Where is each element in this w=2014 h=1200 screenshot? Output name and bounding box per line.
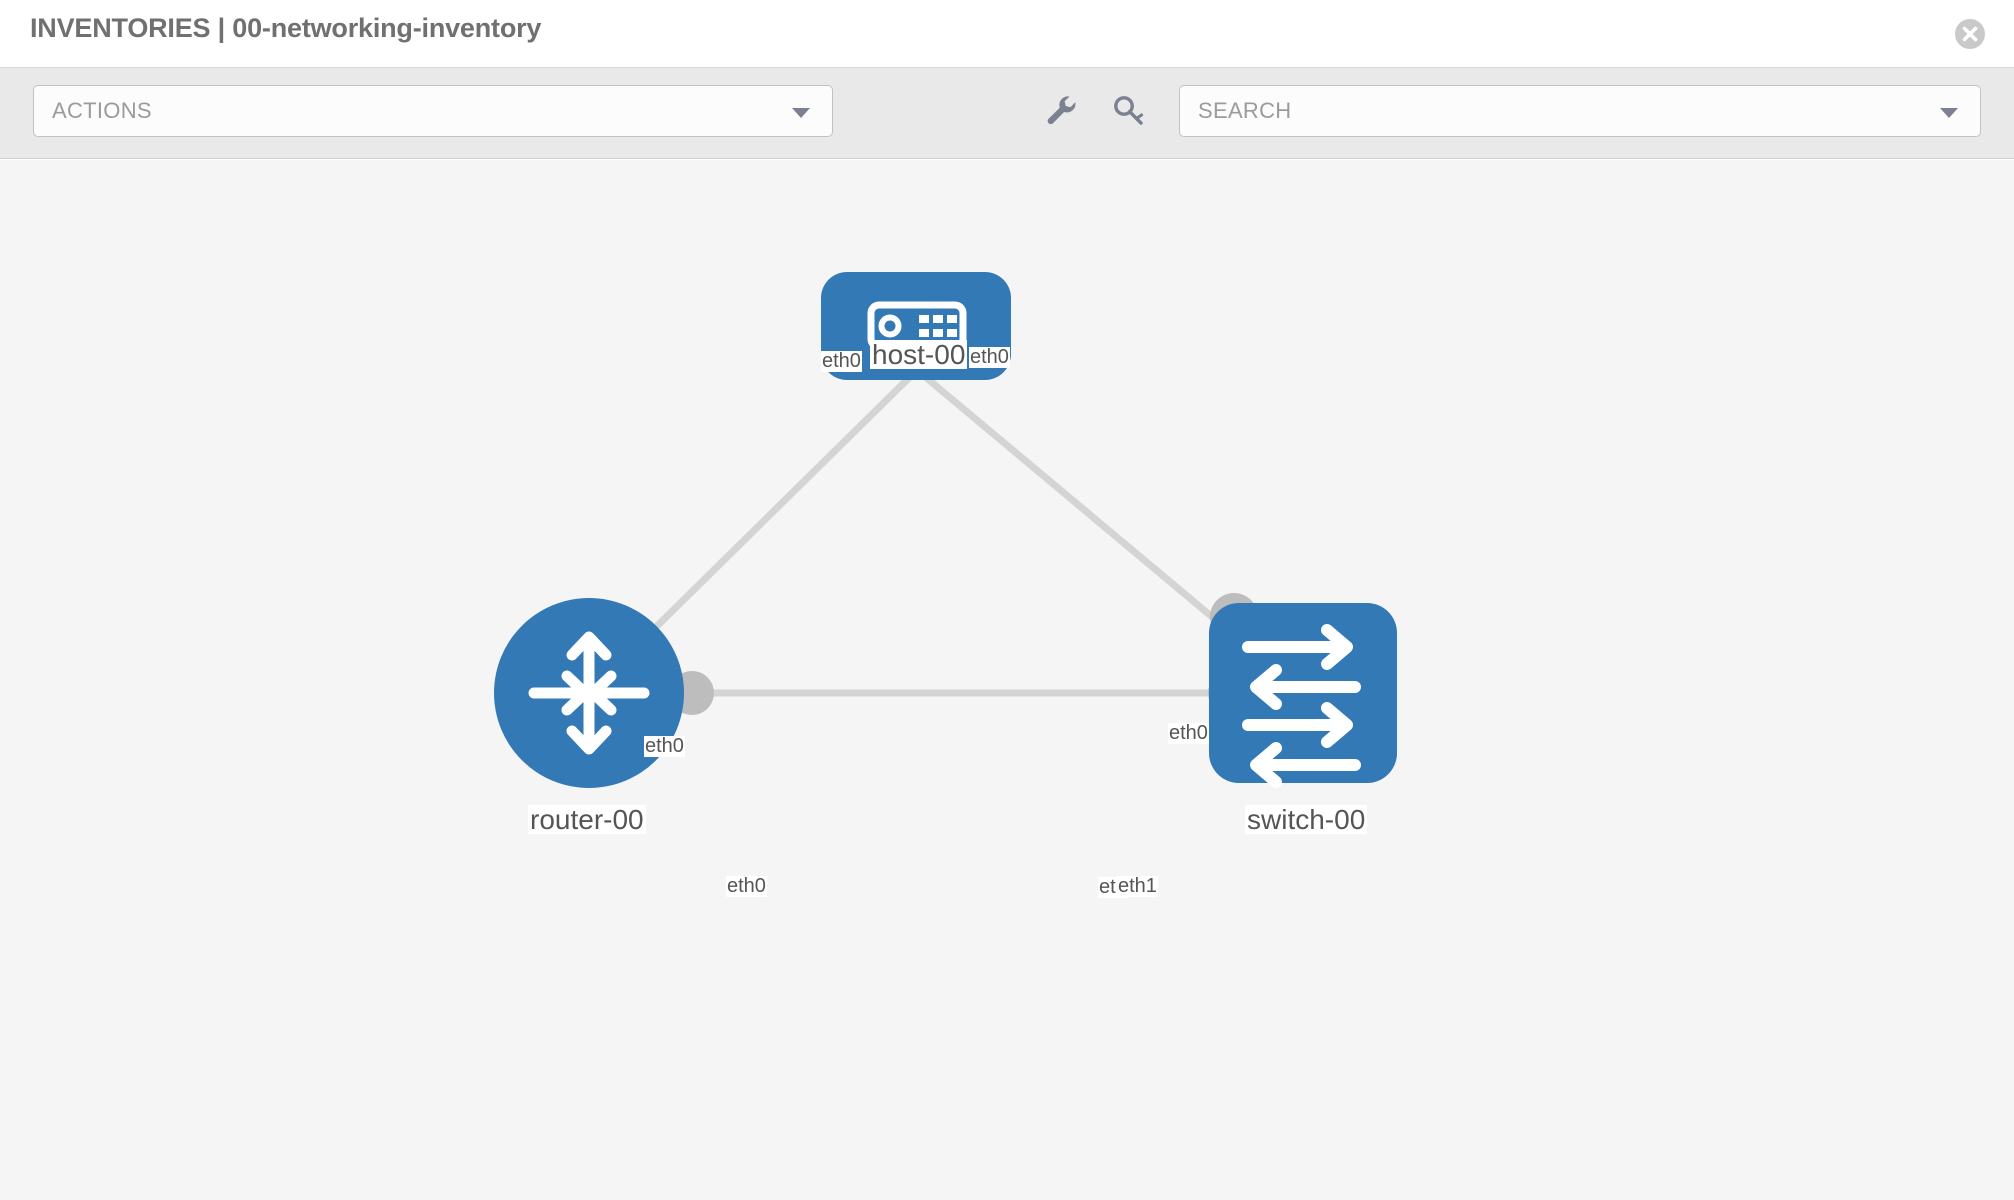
node-label-host-00: host-00 xyxy=(870,339,968,370)
interface-label: eth1 xyxy=(1117,875,1158,897)
topology-links xyxy=(586,367,1306,697)
actions-dropdown-label: ACTIONS xyxy=(52,98,152,123)
page-title: INVENTORIES | 00-networking-inventory xyxy=(30,13,542,43)
topology-canvas[interactable]: eth0 eth0 eth0 eth0 eth0 eth eth1 host-0… xyxy=(0,160,2014,1200)
node-label-router-00: router-00 xyxy=(528,804,646,835)
page-header: INVENTORIES | 00-networking-inventory xyxy=(0,0,2014,68)
chevron-down-icon xyxy=(792,108,810,118)
search-input[interactable]: SEARCH xyxy=(1179,85,1981,137)
search-placeholder-text: SEARCH xyxy=(1198,98,1292,123)
wrench-icon[interactable] xyxy=(1040,90,1082,132)
actions-dropdown[interactable]: ACTIONS xyxy=(33,85,833,137)
router-arrows-icon xyxy=(528,631,650,755)
interface-label: eth0 xyxy=(1168,722,1209,744)
topology-ports xyxy=(670,322,1258,715)
key-icon[interactable] xyxy=(1108,90,1150,132)
interface-label: eth0 xyxy=(644,735,685,757)
node-router-00[interactable] xyxy=(494,598,684,788)
close-icon[interactable] xyxy=(1954,18,1986,50)
node-switch-00[interactable] xyxy=(1209,603,1397,788)
interface-label: eth0 xyxy=(969,346,1010,368)
chevron-down-icon[interactable] xyxy=(1940,108,1958,118)
interface-label: eth0 xyxy=(821,350,862,372)
interface-label: eth0 xyxy=(726,875,767,897)
switch-arrows-icon xyxy=(1242,624,1361,788)
topology-graph xyxy=(494,272,1397,788)
node-label-switch-00: switch-00 xyxy=(1245,804,1368,835)
